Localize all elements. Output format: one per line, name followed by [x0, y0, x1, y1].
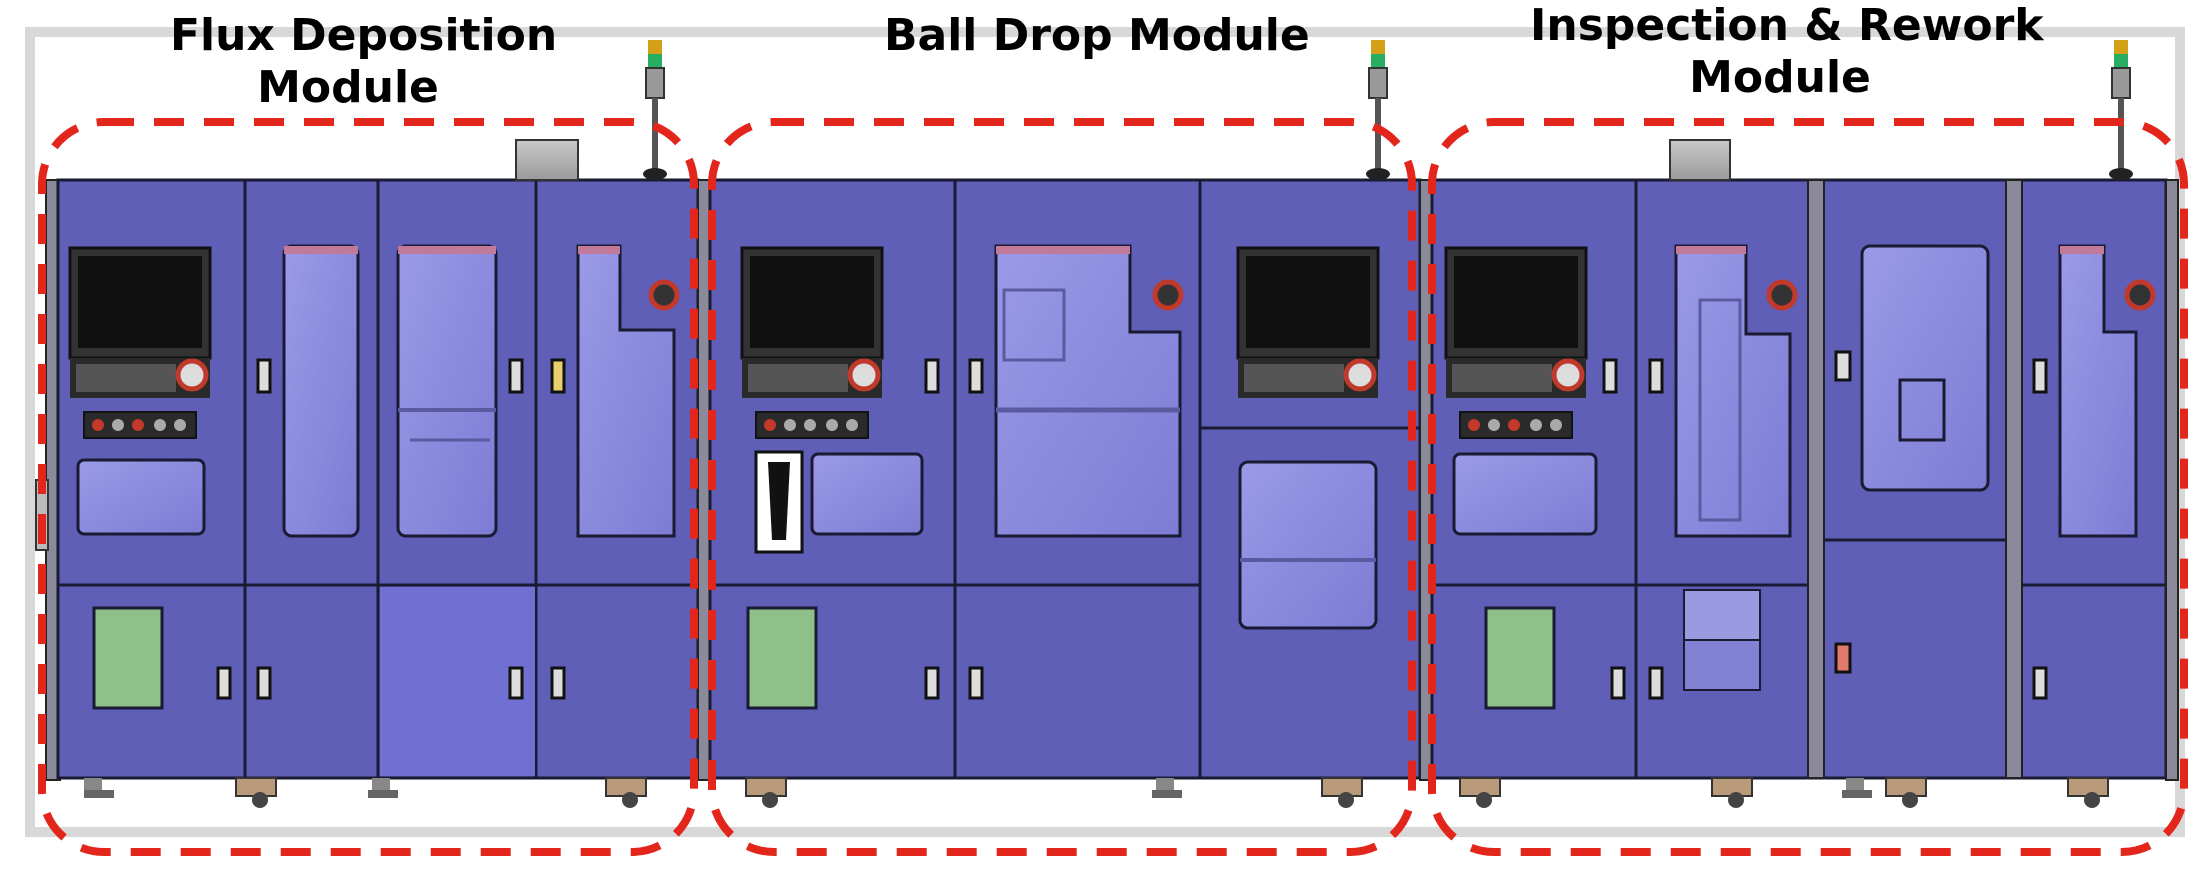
monitor-icon: [68, 246, 212, 398]
caster-wheel-icon: [84, 777, 647, 808]
module-title-inspection-rework: Inspection & Rework Module: [1530, 0, 2044, 104]
module-title-line1: Ball Drop Module: [884, 10, 1310, 61]
monitor-icon: [740, 246, 884, 398]
module-outline-ball-drop: [708, 118, 1416, 856]
caster-wheel-icon: [1459, 777, 2109, 808]
door-handle-icon: [1602, 358, 1618, 394]
emergency-stop-icon: [648, 279, 680, 311]
module-outline-inspection-rework: [1428, 118, 2188, 856]
flux-deposition-machine: [35, 40, 711, 808]
signal-tower-icon: [1366, 40, 1390, 180]
ball-drop-machine: [708, 40, 1433, 808]
monitor-icon: [1444, 246, 1588, 398]
module-outline-flux-deposition: [38, 118, 698, 856]
signal-tower-icon: [2109, 40, 2133, 180]
door-handle-icon: [256, 358, 272, 394]
module-title-line1: Flux Deposition: [170, 10, 558, 61]
emergency-stop-icon: [1343, 358, 1377, 392]
emergency-stop-icon: [2124, 279, 2156, 311]
emergency-stop-icon: [1766, 279, 1798, 311]
module-title-line2: Module: [1689, 52, 1871, 103]
module-title-ball-drop: Ball Drop Module: [884, 10, 1310, 62]
emergency-stop-icon: [1551, 358, 1585, 392]
caster-wheel-icon: [745, 777, 1363, 808]
emergency-stop-icon: [175, 358, 209, 392]
signal-tower-icon: [643, 40, 667, 180]
module-title-line2: Module: [257, 62, 439, 113]
module-title-line1: Inspection & Rework: [1530, 0, 2044, 51]
module-title-flux-deposition: Flux Deposition Module: [170, 10, 558, 114]
emergency-stop-icon: [847, 358, 881, 392]
inspection-rework-machine: [1430, 40, 2179, 808]
emergency-stop-icon: [1152, 279, 1184, 311]
monitor-icon: [1236, 246, 1380, 398]
door-handle-icon: [924, 358, 940, 394]
